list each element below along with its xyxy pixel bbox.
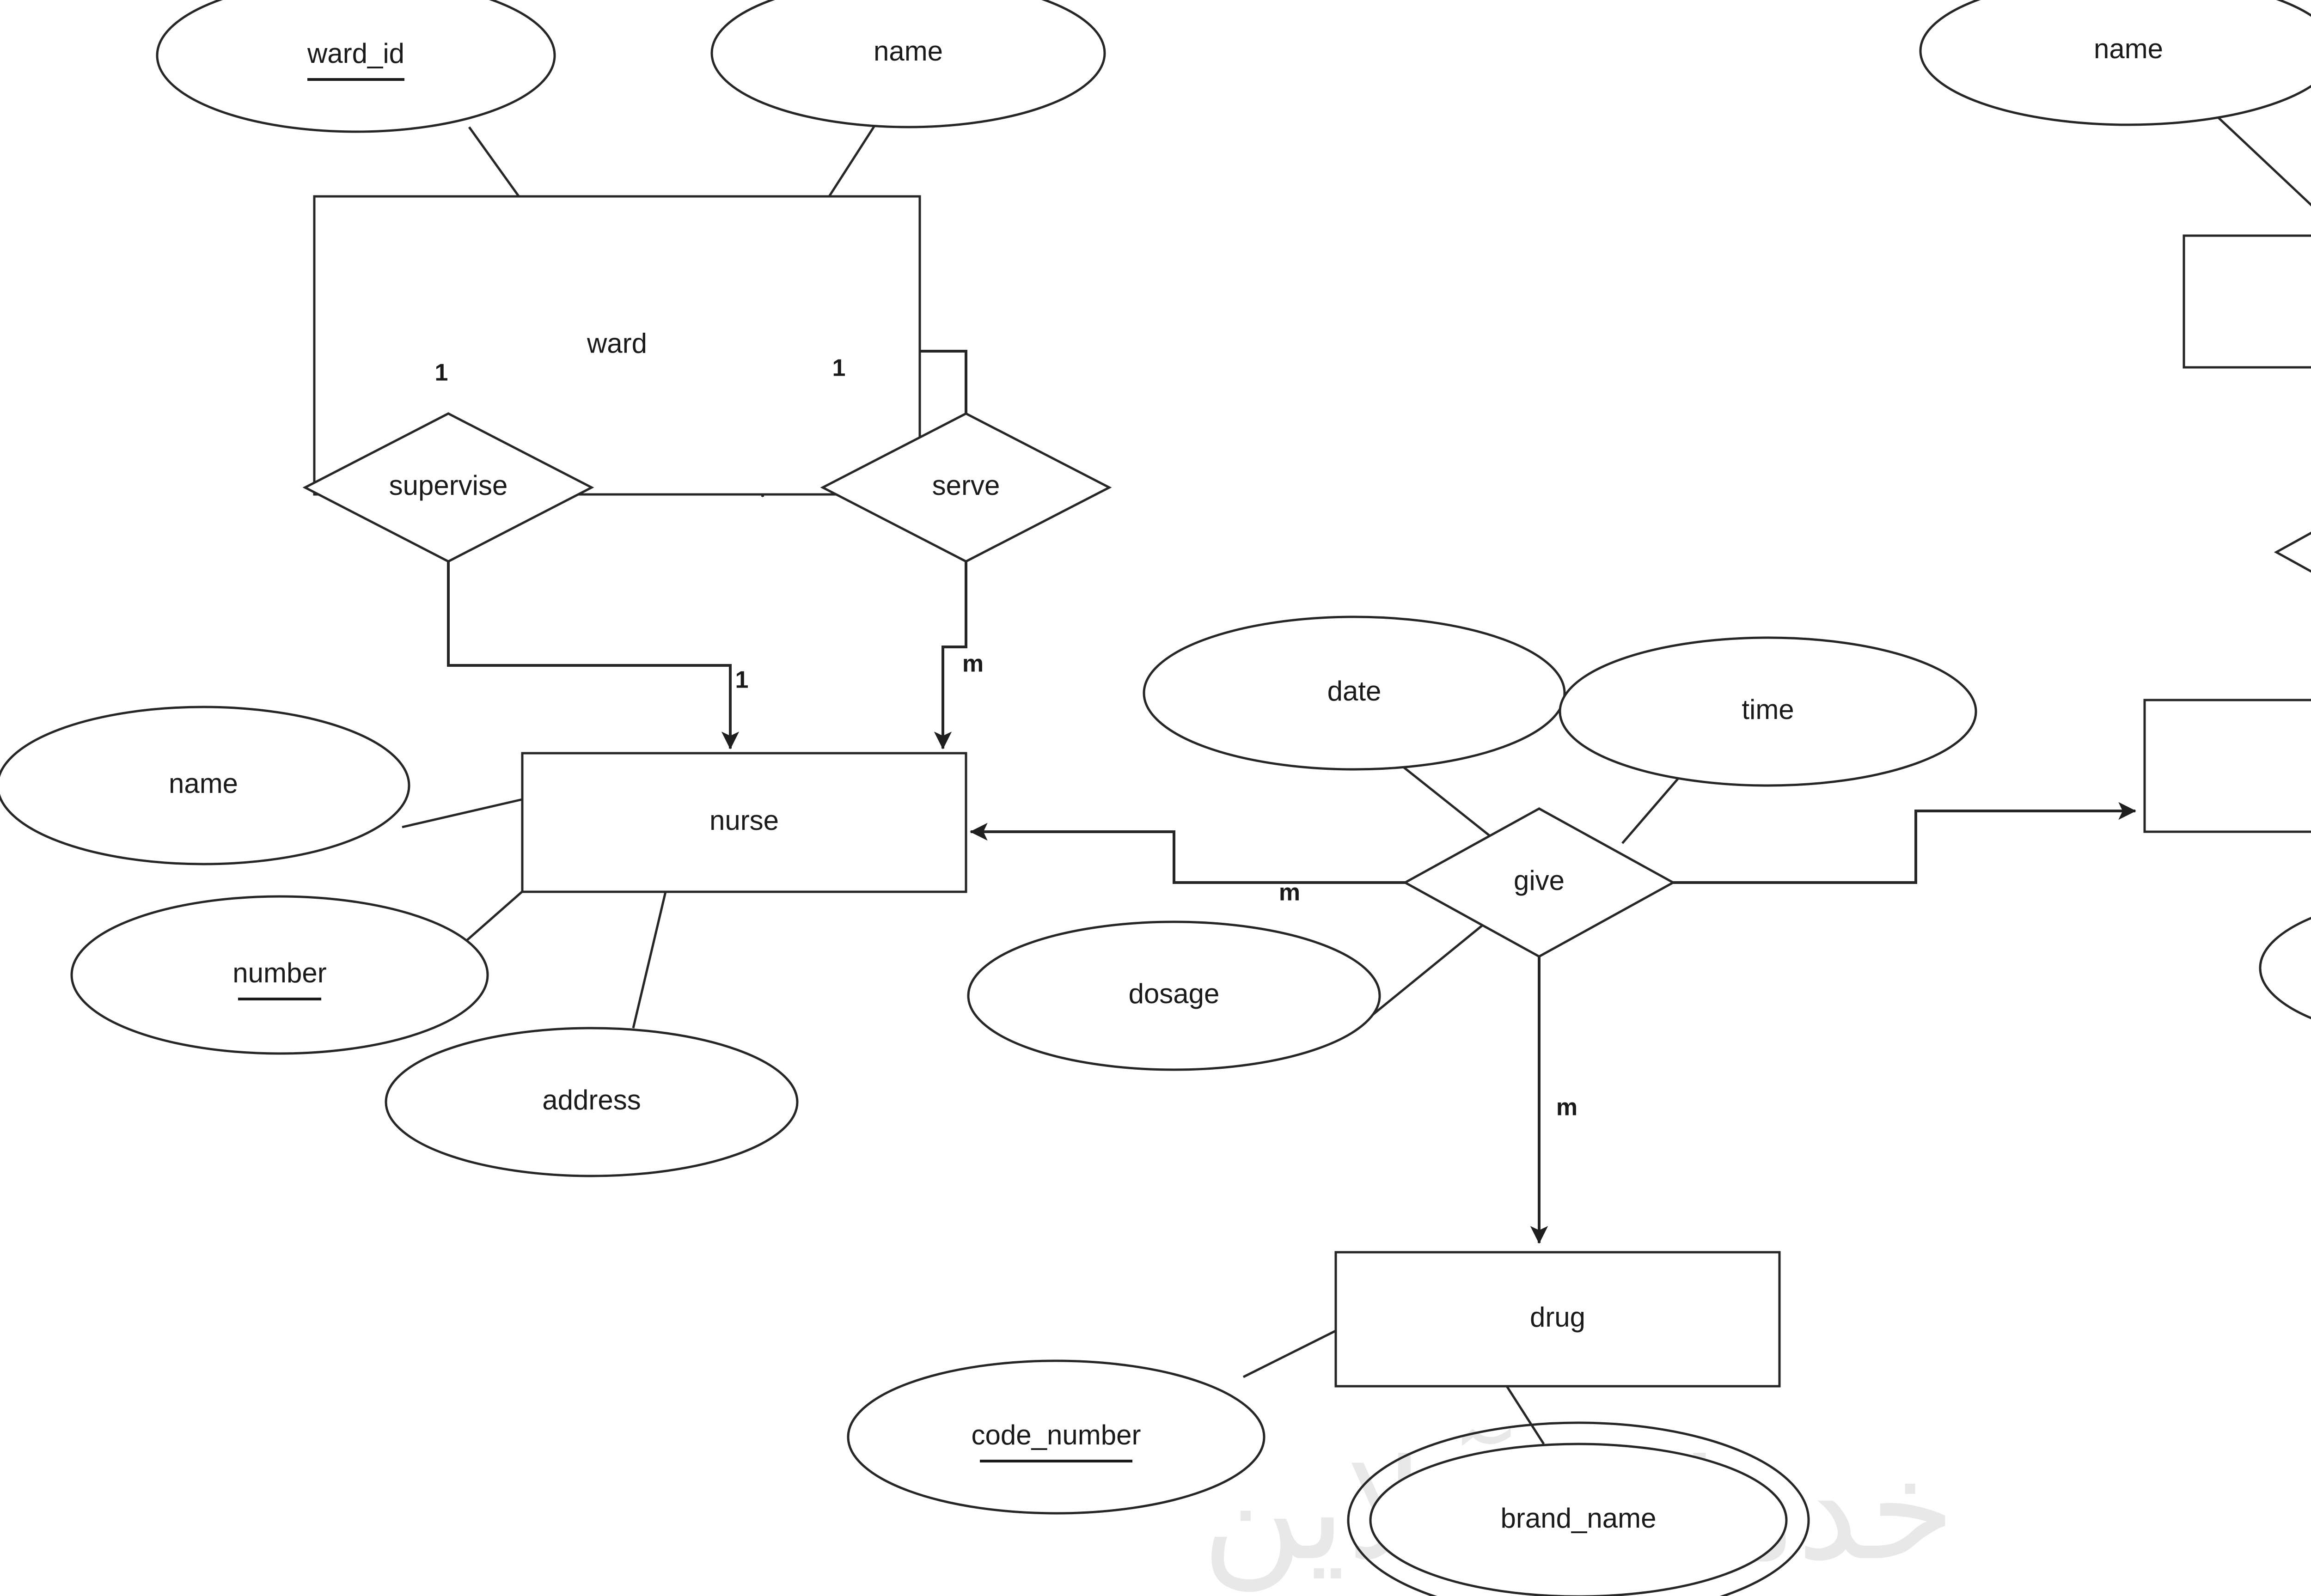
entity-box-patient[interactable] xyxy=(2143,699,2311,833)
connector-conn-serve-nurse xyxy=(934,561,967,749)
attribute-nurse-number[interactable]: number xyxy=(70,895,489,1055)
entity-consultant[interactable]: consultant xyxy=(2183,234,2311,369)
attribute-label-give-date: date xyxy=(1327,676,1382,707)
attribute-consultant-name[interactable]: name xyxy=(1919,0,2311,126)
relationship-diamond-give[interactable] xyxy=(1402,807,1676,958)
entity-box-drug[interactable] xyxy=(1334,1251,1781,1388)
entity-label-nurse: nurse xyxy=(709,805,779,836)
entity-label-drug: drug xyxy=(1530,1302,1585,1333)
cardinality-label-card-give-drug: m xyxy=(1556,1094,1577,1121)
entity-patient[interactable]: patient xyxy=(2143,699,2311,833)
attribute-ward-ward-id[interactable]: ward_id xyxy=(156,0,556,133)
attribute-label-nurse-name: name xyxy=(169,768,238,799)
attribute-nurse-address[interactable]: address xyxy=(385,1027,799,1177)
connector-conn-supervise-nurse xyxy=(447,561,740,749)
entity-drug[interactable]: drug xyxy=(1334,1251,1781,1388)
entity-layer: ward nurse drug consultant patient xyxy=(313,195,2311,1388)
entity-nurse[interactable]: nurse xyxy=(521,752,967,893)
entity-label-ward: ward xyxy=(587,328,647,359)
attribute-label-nurse-address: address xyxy=(542,1084,641,1115)
connector-conn-drug-codenumber xyxy=(1242,1329,1337,1378)
attribute-label-ward-name: name xyxy=(874,36,943,67)
attribute-ellipse-nurse-name[interactable] xyxy=(0,706,410,865)
attribute-label-give-dosage: dosage xyxy=(1129,978,1220,1009)
connector-conn-consultant-name xyxy=(2218,117,2311,207)
connector-conn-give-dosage xyxy=(1369,914,1496,1017)
attribute-ellipse-consultant-name[interactable] xyxy=(1919,0,2311,126)
relationship-layer: superviseservegiveassignexamine xyxy=(302,412,2311,958)
relationship-label-serve: serve xyxy=(932,470,1000,501)
attribute-label-drug-code-number: code_number xyxy=(972,1419,1141,1450)
cardinality-label-card-supervise-nurse: 1 xyxy=(735,667,749,694)
connector-conn-give-time xyxy=(1621,775,1681,844)
relationship-diamond-serve[interactable] xyxy=(820,412,1112,563)
attribute-ellipse-ward-name[interactable] xyxy=(710,0,1106,128)
connector-conn-give-nurse xyxy=(970,822,1405,884)
cardinality-label-card-give-nurse: m xyxy=(1279,879,1300,906)
cardinality-label-card-supervise-ward: 1 xyxy=(435,359,448,386)
attribute-ellipse-nurse-number[interactable] xyxy=(70,895,489,1055)
connector-conn-nurse-address xyxy=(632,891,667,1029)
relationship-supervise[interactable]: supervise xyxy=(302,412,594,563)
relationship-give[interactable]: give xyxy=(1402,807,1676,958)
cardinality-label-card-serve-nurse: m xyxy=(962,651,984,677)
entity-box-nurse[interactable] xyxy=(521,752,967,893)
attribute-give-time[interactable]: time xyxy=(1559,636,1977,787)
attribute-ellipse-give-date[interactable] xyxy=(1143,615,1566,771)
attribute-give-date[interactable]: date xyxy=(1143,615,1566,771)
attribute-ellipse-give-dosage[interactable] xyxy=(967,920,1381,1071)
connector-conn-give-patient xyxy=(1673,802,2136,884)
attribute-nurse-name[interactable]: name xyxy=(0,706,410,865)
connector-conn-drug-brandname xyxy=(1505,1385,1545,1445)
attribute-ellipse-drug-brand-name[interactable] xyxy=(1369,1443,1788,1596)
attribute-label-nurse-number: number xyxy=(232,957,326,988)
attribute-ellipse-nurse-address[interactable] xyxy=(385,1027,799,1177)
attribute-ellipse-patient-id[interactable] xyxy=(2259,892,2311,1044)
attribute-ellipse-drug-code-number[interactable] xyxy=(847,1359,1266,1515)
cardinality-label-card-serve-ward: 1 xyxy=(832,355,846,382)
relationship-diamond-supervise[interactable] xyxy=(302,412,594,563)
attribute-drug-brand-name[interactable]: brand_name xyxy=(1347,1421,1810,1596)
relationship-assign[interactable]: assign xyxy=(2274,481,2311,624)
attribute-drug-code-number[interactable]: code_number xyxy=(847,1359,1266,1515)
entity-box-consultant[interactable] xyxy=(2183,234,2311,369)
relationship-label-give: give xyxy=(1514,865,1565,896)
relationship-diamond-assign[interactable] xyxy=(2274,481,2311,624)
attribute-patient-id[interactable]: patient_id xyxy=(2259,892,2311,1044)
attribute-outer-ellipse-drug-brand-name xyxy=(1347,1421,1810,1596)
attribute-ellipse-ward-ward-id[interactable] xyxy=(156,0,556,133)
attribute-label-drug-brand-name: brand_name xyxy=(1501,1503,1657,1534)
attribute-label-consultant-name: name xyxy=(2094,33,2163,64)
relationship-serve[interactable]: serve xyxy=(820,412,1112,563)
relationship-label-supervise: supervise xyxy=(389,470,508,501)
attribute-ward-name[interactable]: name xyxy=(710,0,1106,128)
attribute-give-dosage[interactable]: dosage xyxy=(967,920,1381,1071)
cardinality-layer: 111mmmr1mnm xyxy=(435,355,1578,1121)
attribute-ellipse-give-time[interactable] xyxy=(1559,636,1977,787)
connector-conn-nurse-name xyxy=(402,798,523,828)
attribute-label-ward-ward-id: ward_id xyxy=(307,38,404,69)
attribute-label-give-time: time xyxy=(1742,694,1794,725)
connector-conn-nurse-number xyxy=(466,889,526,941)
